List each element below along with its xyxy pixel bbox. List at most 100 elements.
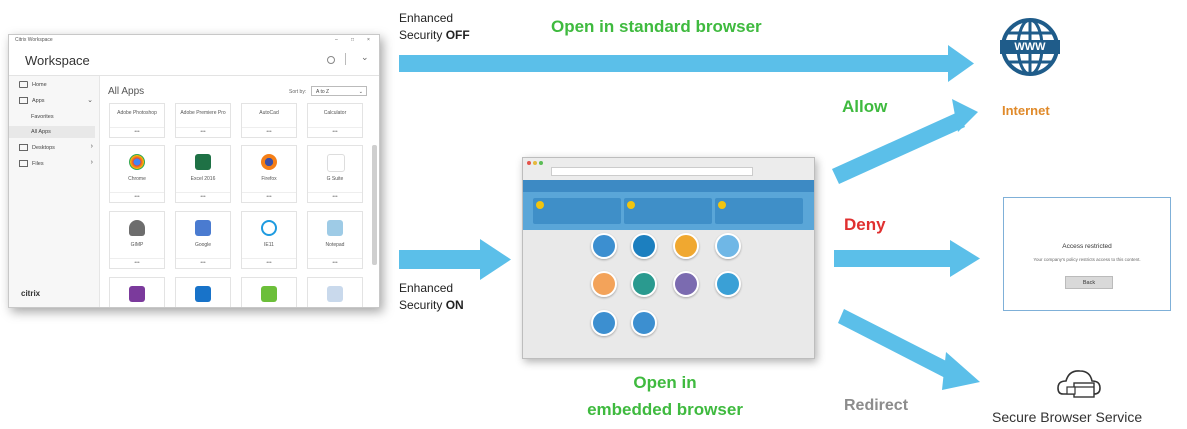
paint-icon [327, 286, 343, 302]
redirect-label: Redirect [844, 397, 909, 414]
address-bar[interactable] [551, 167, 753, 176]
more-icon[interactable]: ••• [110, 192, 164, 202]
search-icon[interactable] [327, 56, 335, 64]
sidebar-item-favorites[interactable]: Favorites [31, 114, 54, 120]
back-button[interactable]: Back [1065, 276, 1113, 289]
more-icon[interactable]: ••• [242, 258, 296, 268]
minimize-icon[interactable] [533, 161, 537, 165]
label-line: Enhanced [399, 11, 454, 25]
firefox-icon [261, 154, 277, 170]
app-name: Excel 2016 [190, 176, 216, 182]
more-icon[interactable]: ••• [176, 192, 230, 202]
www-label: WWW [1014, 41, 1046, 53]
info-card[interactable] [533, 198, 621, 224]
app-icon[interactable] [715, 233, 741, 259]
open-standard-browser-label: Open in standard browser [551, 17, 762, 36]
citrix-logo: citrix [21, 289, 41, 298]
sidebar-item-all-apps[interactable]: All Apps [9, 126, 95, 138]
sidebar-item-desktops[interactable]: Desktops [19, 144, 55, 151]
allow-label: Allow [842, 97, 888, 116]
more-icon[interactable]: ••• [176, 258, 230, 268]
close-icon[interactable]: × [367, 37, 370, 43]
sidebar-item-apps[interactable]: Apps [19, 97, 45, 104]
gsuite-icon [327, 154, 345, 172]
divider [345, 53, 346, 65]
apps-icon [19, 97, 28, 104]
app-tile[interactable]: Adobe Photoshop••• [109, 103, 165, 138]
app-tile[interactable]: Firefox ••• [241, 145, 297, 203]
chevron-right-icon[interactable]: › [90, 143, 93, 150]
app-tile[interactable]: GIMP••• [109, 211, 165, 269]
chevron-down-icon[interactable]: ⌄ [361, 52, 369, 62]
arrow-embedded-browser [399, 239, 511, 280]
app-tile[interactable]: Google••• [175, 211, 231, 269]
app-icon[interactable] [715, 271, 741, 297]
app-tile[interactable] [175, 277, 231, 307]
header-divider [9, 75, 379, 76]
app-tile[interactable]: Notepad ••• [307, 211, 363, 269]
app-tile[interactable]: Excel 2016 ••• [175, 145, 231, 203]
chevron-down-icon[interactable]: ⌄ [87, 97, 93, 104]
app-tile[interactable]: G Suite••• [307, 145, 363, 203]
app-tile[interactable]: Chrome ••• [109, 145, 165, 203]
chevron-right-icon[interactable]: › [90, 159, 93, 166]
desktop-icon [19, 144, 28, 151]
app-name: Chrome [128, 176, 146, 182]
info-card[interactable] [624, 198, 712, 224]
app-tile[interactable] [307, 277, 363, 307]
more-icon[interactable]: ••• [110, 127, 164, 137]
sidebar-item-files[interactable]: Files [19, 160, 44, 167]
app-icon[interactable] [673, 233, 699, 259]
folder-icon [19, 160, 28, 167]
app-icon[interactable] [673, 271, 699, 297]
more-icon[interactable]: ••• [308, 127, 362, 137]
more-icon[interactable]: ••• [308, 192, 362, 202]
maximize-icon[interactable]: □ [351, 37, 355, 43]
arrow-deny [834, 240, 980, 277]
sidebar-item-label: Favorites [31, 114, 54, 120]
app-name: Notepad [325, 242, 345, 248]
sidebar-item-home[interactable]: Home [19, 81, 47, 88]
scrollbar[interactable] [372, 145, 377, 265]
restricted-title: Access restricted [1062, 243, 1112, 250]
app-icon[interactable] [591, 310, 617, 336]
app-header [523, 180, 814, 192]
titlebar: Citrix Workspace – □ × [9, 35, 379, 45]
home-icon [19, 81, 28, 88]
outlook-icon [195, 286, 211, 302]
sort-select[interactable]: A to Z⌄ [311, 86, 367, 96]
minimize-icon[interactable]: – [335, 37, 338, 43]
more-icon[interactable]: ••• [308, 258, 362, 268]
more-icon[interactable]: ••• [110, 258, 164, 268]
ie-icon [261, 220, 277, 236]
more-icon[interactable]: ••• [242, 127, 296, 137]
cloud-browser-icon [1057, 370, 1101, 398]
app-tile[interactable]: IE11••• [241, 211, 297, 269]
more-icon[interactable]: ••• [242, 192, 296, 202]
arrow-allow [832, 99, 978, 184]
notepad-icon [327, 220, 343, 236]
app-tile[interactable] [109, 277, 165, 307]
google-icon [195, 220, 211, 236]
app-icon[interactable] [631, 233, 657, 259]
maximize-icon[interactable] [539, 161, 543, 165]
app-icon[interactable] [591, 271, 617, 297]
app-name: Firefox [261, 176, 277, 182]
app-icon[interactable] [631, 271, 657, 297]
app-tile[interactable]: Calculator••• [307, 103, 363, 138]
globe-icon [1000, 18, 1060, 76]
close-icon[interactable] [527, 161, 531, 165]
app-icon[interactable] [591, 233, 617, 259]
app-icon[interactable] [631, 310, 657, 336]
arrow-redirect [838, 309, 980, 390]
access-restricted-panel: Access restricted Your company's policy … [1003, 197, 1171, 311]
info-card[interactable] [715, 198, 803, 224]
more-icon[interactable]: ••• [176, 127, 230, 137]
app-tile[interactable] [241, 277, 297, 307]
app-tile[interactable]: Adobe Premiere Pro••• [175, 103, 231, 138]
app-tile[interactable]: AutoCad••• [241, 103, 297, 138]
label-bold: OFF [445, 28, 470, 42]
star-icon [718, 201, 726, 209]
pagerduty-icon [261, 286, 277, 302]
